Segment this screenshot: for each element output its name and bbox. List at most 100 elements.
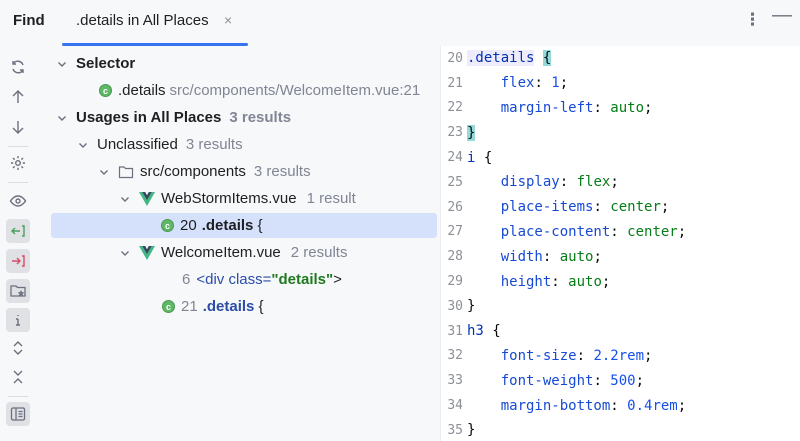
line-number: 21 xyxy=(447,75,463,91)
line-number: 27 xyxy=(447,224,463,240)
code-line: 29 height: auto; xyxy=(441,269,800,294)
info-icon[interactable] xyxy=(6,308,30,332)
line-number: 35 xyxy=(447,422,463,438)
file1-name: WebStormItems.vue xyxy=(161,190,297,207)
code-selector: i xyxy=(467,149,476,166)
chevron-down-icon[interactable] xyxy=(98,166,110,178)
file2-name: WelcomeItem.vue xyxy=(161,244,281,261)
code-line: 26 place-items: center; xyxy=(441,195,800,220)
code-line: 28 width: auto; xyxy=(441,244,800,269)
code-line: 35} xyxy=(441,418,800,441)
code-line: 33 font-weight: 500; xyxy=(441,368,800,393)
find-title: Find xyxy=(13,12,45,29)
line-number: 28 xyxy=(447,249,463,265)
css-class-icon: c xyxy=(161,219,174,232)
code-value: auto xyxy=(559,248,594,265)
code-selector: .details xyxy=(467,50,535,67)
usage-attr: class= xyxy=(224,271,272,288)
code-property: place-items xyxy=(500,199,594,216)
line-number: 34 xyxy=(447,398,463,414)
chevron-down-icon[interactable] xyxy=(119,247,131,259)
chevron-down-icon[interactable] xyxy=(56,112,68,124)
code-value: auto xyxy=(610,99,645,116)
line-number: 26 xyxy=(447,199,463,215)
line-number: 25 xyxy=(447,174,463,190)
minimize-icon[interactable]: — xyxy=(772,4,792,26)
usages-count: 3 results xyxy=(229,109,292,126)
tree-node-file-welcomeitem[interactable]: WelcomeItem.vue 2 results xyxy=(40,240,440,265)
usage-line-number: 21 xyxy=(181,298,198,315)
folder-count: 3 results xyxy=(253,163,311,180)
usage-tag-close: > xyxy=(333,271,342,288)
folder-star-icon[interactable] xyxy=(6,279,30,303)
chevron-down-icon[interactable] xyxy=(56,58,68,70)
preview-icon[interactable] xyxy=(6,402,30,426)
tree-node-folder[interactable]: src/components 3 results xyxy=(40,159,440,184)
vue-file-icon xyxy=(139,245,155,260)
tree-node-selector-item[interactable]: c .details src/components/WelcomeItem.vu… xyxy=(40,78,440,103)
code-value: 500 xyxy=(610,372,636,389)
unclassified-count: 3 results xyxy=(185,136,243,153)
tree-node-selector[interactable]: Selector xyxy=(40,51,440,76)
settings-icon[interactable] xyxy=(6,151,30,175)
line-number: 33 xyxy=(447,373,463,389)
usage-tag: <div xyxy=(196,271,225,288)
file2-count: 2 results xyxy=(290,244,348,261)
code-value: 1 xyxy=(551,75,560,92)
code-preview[interactable]: 20.details { 21 flex: 1; 22 margin-left:… xyxy=(441,46,800,441)
panel-divider[interactable] xyxy=(440,46,441,441)
code-value: center xyxy=(610,199,661,216)
code-brace: { xyxy=(542,50,552,67)
results-tree: Selector c .details src/components/Welco… xyxy=(40,46,440,441)
code-property: font-size xyxy=(500,347,577,364)
chevron-down-icon[interactable] xyxy=(119,193,131,205)
chevron-down-icon[interactable] xyxy=(77,139,89,151)
line-number: 20 xyxy=(447,50,463,66)
collapse-icon[interactable] xyxy=(6,365,30,389)
code-line: 25 display: flex; xyxy=(441,170,800,195)
import-icon[interactable] xyxy=(6,249,30,273)
refresh-icon[interactable] xyxy=(6,55,30,79)
left-toolbar xyxy=(0,46,36,441)
toolbar-divider xyxy=(8,396,28,397)
toolbar-divider xyxy=(8,146,28,147)
code-line: 27 place-content: center; xyxy=(441,220,800,245)
file1-count: 1 result xyxy=(306,190,356,207)
code-value: flex xyxy=(576,174,611,191)
usage-attr-value: "details" xyxy=(271,271,334,288)
code-brace: { xyxy=(475,149,493,166)
expand-icon[interactable] xyxy=(6,336,30,360)
code-line: 23} xyxy=(441,120,800,145)
export-icon[interactable] xyxy=(6,219,30,243)
tab-label: .details in All Places xyxy=(76,12,209,29)
tree-node-usage-div[interactable]: 6 <div class= "details" > xyxy=(40,267,440,292)
code-value: 0.4rem xyxy=(627,397,678,414)
folder-label: src/components xyxy=(140,163,246,180)
line-number: 24 xyxy=(447,150,463,166)
eye-icon[interactable] xyxy=(6,189,30,213)
tree-node-usage-selected[interactable]: c 20 .details { xyxy=(51,213,437,238)
code-property: display xyxy=(500,174,560,191)
unclassified-label: Unclassified xyxy=(97,136,178,153)
code-value: center xyxy=(627,223,678,240)
code-selector: h3 xyxy=(467,323,484,340)
close-icon[interactable]: × xyxy=(224,12,233,28)
tree-node-file-webstormitems[interactable]: WebStormItems.vue 1 result xyxy=(40,186,440,211)
code-line: 20.details { xyxy=(441,46,800,71)
code-brace: } xyxy=(467,422,476,439)
code-brace: } xyxy=(467,298,476,315)
find-header: Find .details in All Places × ⋮ — xyxy=(0,0,800,46)
code-property: place-content xyxy=(500,223,611,240)
arrow-up-icon[interactable] xyxy=(6,85,30,109)
tree-node-usage-details[interactable]: c 21 .details { xyxy=(40,294,440,319)
code-line: 32 font-size: 2.2rem; xyxy=(441,344,800,369)
more-options-icon[interactable]: ⋮ xyxy=(744,10,761,29)
code-property: margin-left xyxy=(500,99,594,116)
tree-node-unclassified[interactable]: Unclassified 3 results xyxy=(40,132,440,157)
tab-details-in-all-places[interactable]: .details in All Places × xyxy=(62,0,248,46)
tree-node-usages[interactable]: Usages in All Places 3 results xyxy=(40,105,440,130)
line-number: 32 xyxy=(447,348,463,364)
css-class-icon: c xyxy=(99,84,112,97)
arrow-down-icon[interactable] xyxy=(6,115,30,139)
